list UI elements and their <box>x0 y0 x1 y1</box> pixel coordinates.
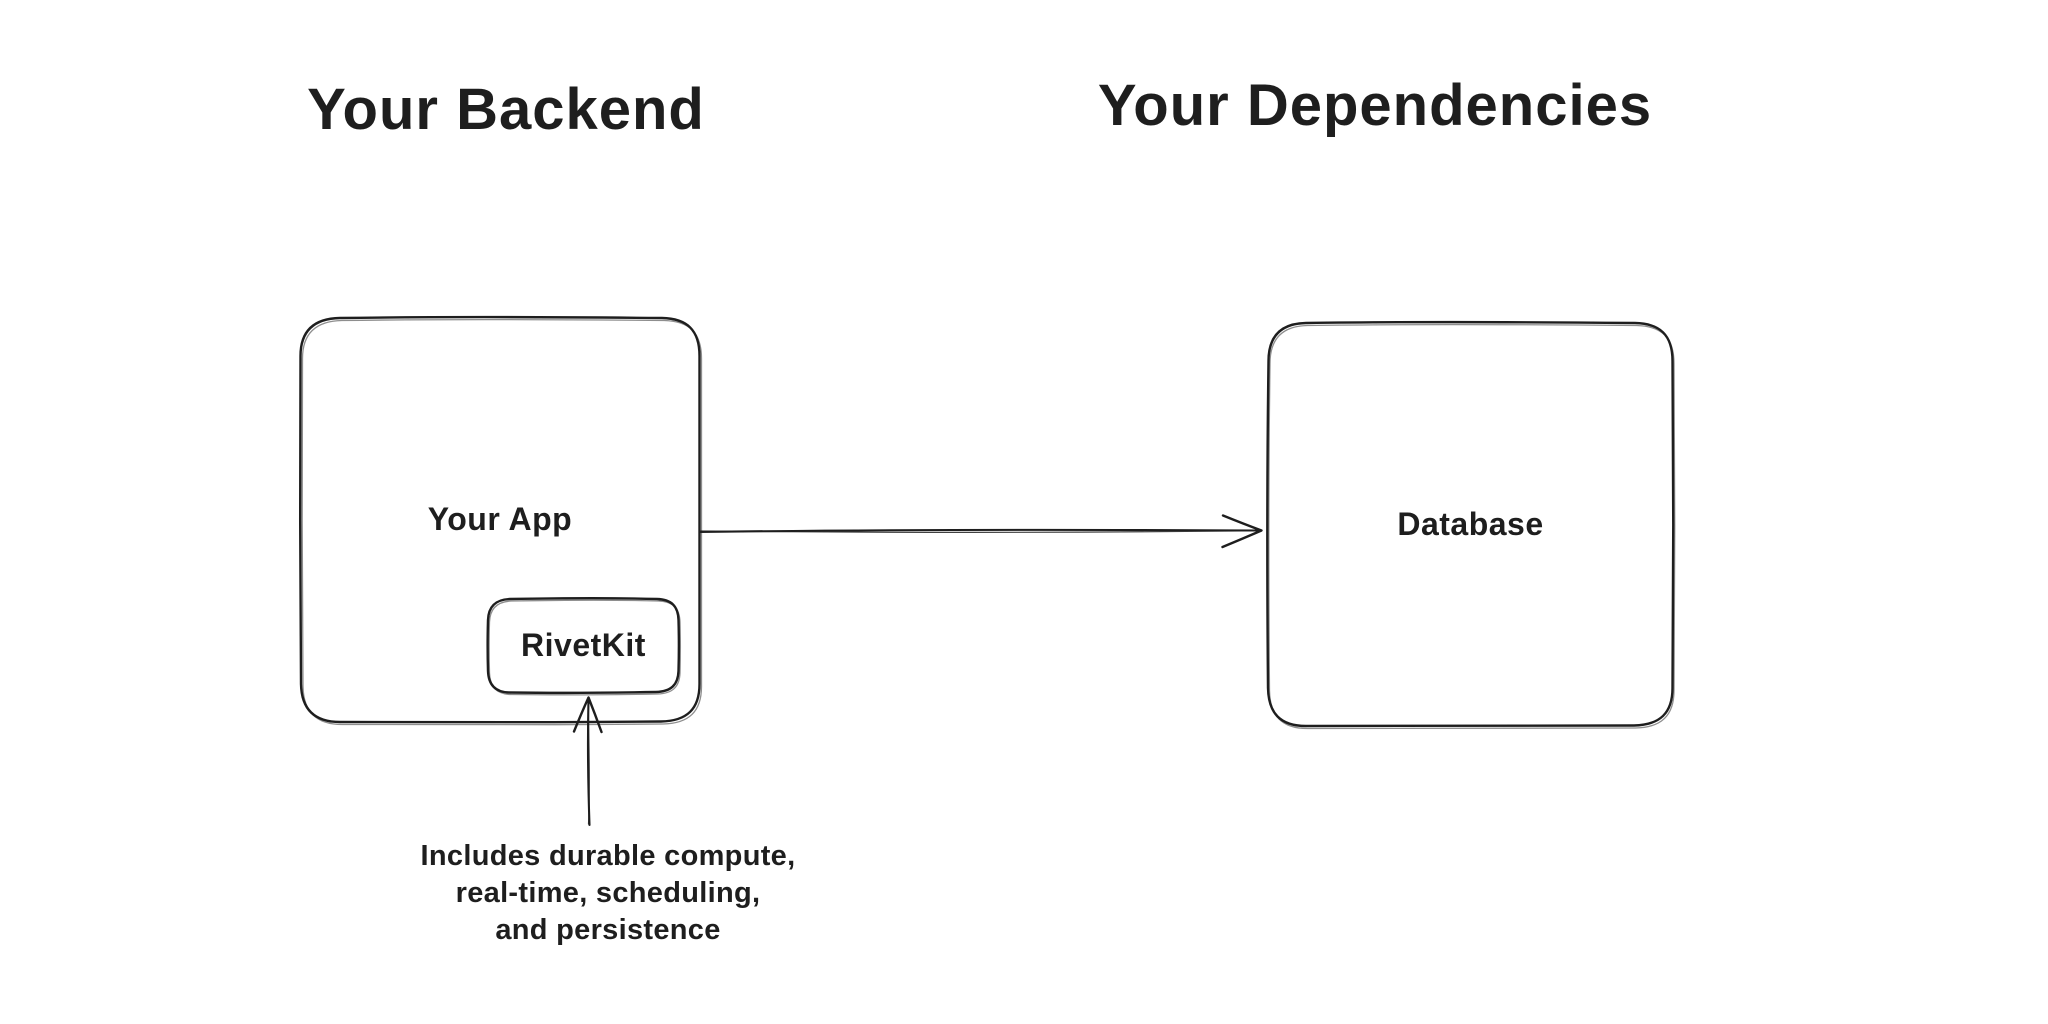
rivetkit-annotation: Includes durable compute, real-time, sch… <box>408 838 808 949</box>
arrow-annotation-to-rivetkit <box>572 696 603 827</box>
your-app-label: Your App <box>427 501 573 537</box>
section-title-dependencies: Your Dependencies <box>1097 73 1653 138</box>
database-box <box>1266 320 1676 730</box>
rivetkit-label: RivetKit <box>521 626 646 663</box>
database-label: Database <box>1397 505 1544 542</box>
arrow-app-to-database <box>698 514 1263 549</box>
annotation-line-3: and persistence <box>495 914 721 946</box>
section-title-backend: Your Backend <box>307 77 705 142</box>
rivetkit-box <box>486 597 682 696</box>
annotation-line-1: Includes durable compute, <box>420 840 796 872</box>
your-app-box <box>298 315 703 726</box>
annotation-line-2: real-time, scheduling, <box>455 877 761 909</box>
